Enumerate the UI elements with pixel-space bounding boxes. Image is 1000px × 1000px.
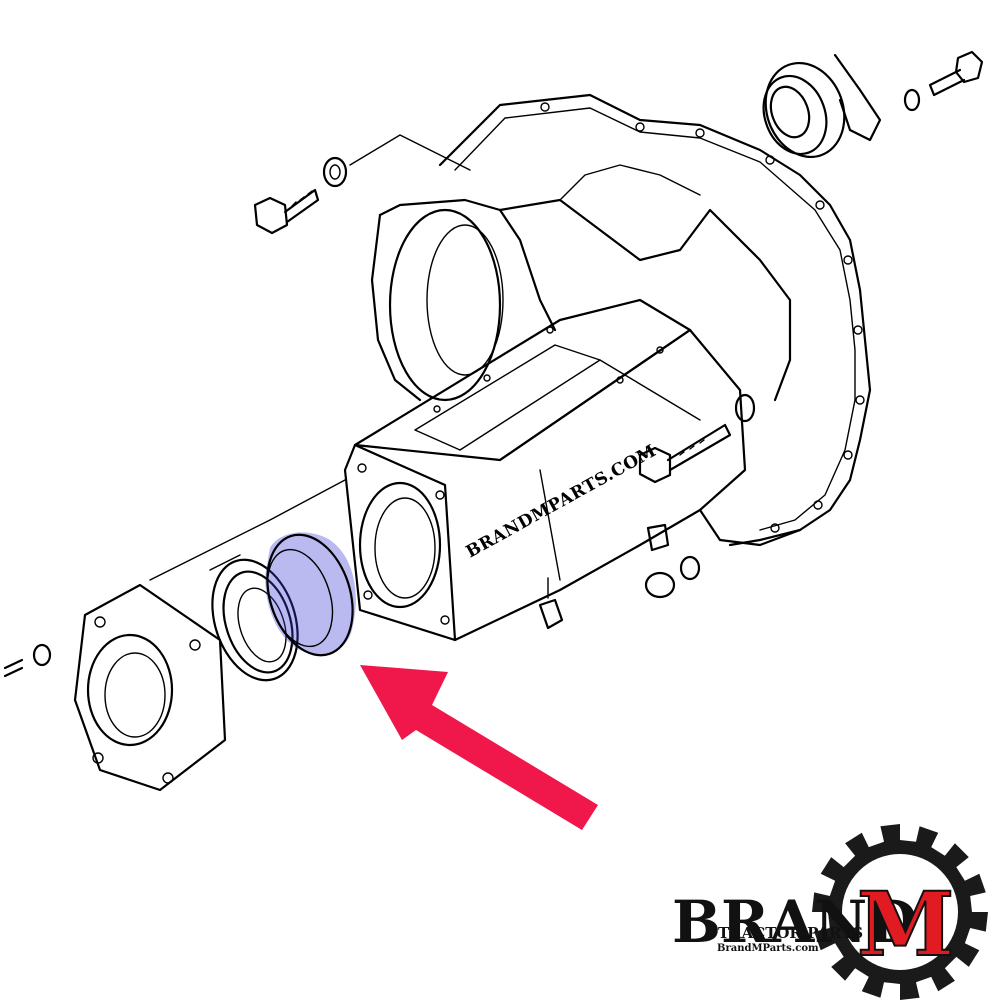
front-bolt-tip [3, 658, 24, 678]
front-washer [32, 643, 52, 667]
logo-word: BRAND [672, 888, 918, 956]
front-bearing-cover [73, 583, 227, 792]
rear-washer [903, 88, 921, 112]
top-left-bolt [253, 188, 320, 235]
pointer-arrow [360, 665, 598, 830]
rear-seal [762, 61, 846, 159]
side-washer [734, 393, 756, 423]
logo-letter: M [857, 872, 954, 976]
highlighted-seal [265, 532, 356, 657]
rear-gasket [833, 53, 882, 142]
drain-plug [538, 598, 564, 630]
bearing-ring [211, 558, 299, 682]
gear-icon [812, 824, 988, 1000]
rear-bolt [928, 50, 984, 97]
transmission-housing [343, 93, 872, 642]
plug [646, 523, 670, 552]
leader-line [209, 554, 241, 571]
side-bolt [638, 423, 732, 484]
top-left-washer [322, 156, 348, 188]
logo-url: BrandMParts.com [717, 943, 819, 954]
logo-subtitle: TRACTOR PARTS [718, 924, 863, 942]
leader-line [149, 479, 346, 581]
brand-logo: BRAND M TRACTOR PARTS BrandMParts.com [672, 824, 988, 1000]
lower-washer [679, 555, 701, 581]
nut [644, 571, 676, 599]
leader-line [349, 134, 471, 171]
